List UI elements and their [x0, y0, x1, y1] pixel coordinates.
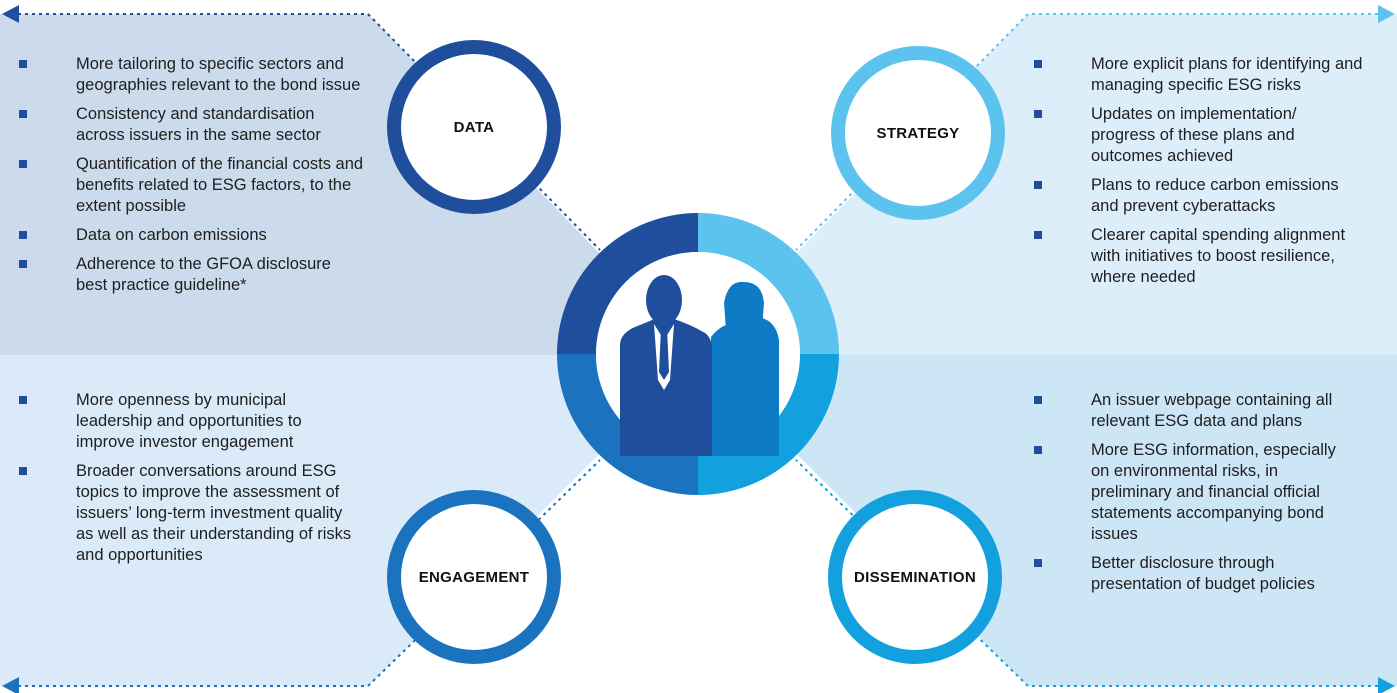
engagement-list: More openness by municipal leadership an… — [19, 390, 359, 574]
strategy-list: More explicit plans for identifying and … — [1034, 54, 1364, 296]
dotted-border-top-right — [795, 5, 1395, 251]
ring-segment-engagement — [557, 354, 698, 495]
engagement-circle — [387, 490, 561, 664]
quadrant-strategy-background — [698, 14, 1397, 355]
bullet-icon — [1034, 181, 1042, 189]
list-item-text: More ESG information, especially on envi… — [1091, 441, 1336, 543]
list-item: More ESG information, especially on envi… — [1034, 440, 1354, 545]
bullet-icon — [19, 60, 27, 68]
dissemination-circle — [828, 490, 1002, 664]
list-item: Quantification of the financial costs an… — [19, 154, 364, 217]
strategy-circle — [831, 46, 1005, 220]
bullet-icon — [19, 396, 27, 404]
list-item-text: Quantification of the financial costs an… — [76, 155, 364, 215]
bullet-icon — [19, 160, 27, 168]
quadrant-dissemination-background — [698, 355, 1397, 686]
list-item-text: More tailoring to specific sectors and g… — [76, 55, 361, 94]
data-list: More tailoring to specific sectors and g… — [19, 54, 364, 304]
arrow-left-top-icon — [2, 5, 19, 23]
dissemination-label: DISSEMINATION — [854, 569, 976, 586]
list-item: An issuer webpage containing all relevan… — [1034, 390, 1354, 432]
list-item: More openness by municipal leadership an… — [19, 390, 359, 453]
list-item-text: Updates on implementation/ progress of t… — [1091, 105, 1297, 165]
quadrant-data-background — [0, 14, 698, 355]
list-item-text: Better disclosure through presentation o… — [1091, 554, 1315, 593]
list-item-text: More explicit plans for identifying and … — [1091, 55, 1363, 94]
engagement-label: ENGAGEMENT — [418, 569, 530, 586]
list-item: Broader conversations around ESG topics … — [19, 461, 359, 566]
ring-segment-dissemination — [698, 354, 839, 495]
list-item-text: More openness by municipal leadership an… — [76, 391, 302, 451]
data-circle — [387, 40, 561, 214]
bullet-icon — [1034, 559, 1042, 567]
bullet-icon — [1034, 60, 1042, 68]
bullet-icon — [19, 260, 27, 268]
list-item-text: Consistency and standardisation across i… — [76, 105, 321, 144]
bullet-icon — [1034, 446, 1042, 454]
dotted-border-bottom-left — [2, 459, 601, 693]
ring-segment-strategy — [698, 213, 839, 354]
dotted-border-bottom-right — [795, 459, 1395, 693]
quadrant-engagement-background — [0, 355, 698, 686]
bullet-icon — [19, 467, 27, 475]
bullet-icon — [1034, 110, 1042, 118]
list-item-text: Data on carbon emissions — [76, 226, 267, 244]
dotted-border-top-left — [2, 5, 601, 251]
list-item: Adherence to the GFOA disclosure best pr… — [19, 254, 364, 296]
bullet-icon — [19, 110, 27, 118]
list-item-text: Adherence to the GFOA disclosure best pr… — [76, 255, 331, 294]
ring-segment-data — [557, 213, 698, 354]
list-item-text: Clearer capital spending alignment with … — [1091, 226, 1346, 286]
list-item-text: An issuer webpage containing all relevan… — [1091, 391, 1333, 430]
business-people-silhouette-icon — [620, 275, 779, 456]
arrow-left-bottom-icon — [2, 677, 19, 693]
dissemination-list: An issuer webpage containing all relevan… — [1034, 390, 1354, 603]
data-label: DATA — [453, 119, 495, 136]
bullet-icon — [19, 231, 27, 239]
strategy-label: STRATEGY — [876, 125, 960, 142]
list-item: More explicit plans for identifying and … — [1034, 54, 1364, 96]
bullet-icon — [1034, 396, 1042, 404]
list-item: Better disclosure through presentation o… — [1034, 553, 1354, 595]
list-item: Updates on implementation/ progress of t… — [1034, 104, 1364, 167]
list-item-text: Broader conversations around ESG topics … — [76, 462, 352, 564]
list-item-text: Plans to reduce carbon emissions and pre… — [1091, 176, 1339, 215]
bullet-icon — [1034, 231, 1042, 239]
list-item: Clearer capital spending alignment with … — [1034, 225, 1364, 288]
list-item: Plans to reduce carbon emissions and pre… — [1034, 175, 1364, 217]
list-item: More tailoring to specific sectors and g… — [19, 54, 364, 96]
arrow-right-bottom-icon — [1378, 677, 1395, 693]
list-item: Consistency and standardisation across i… — [19, 104, 364, 146]
list-item: Data on carbon emissions — [19, 225, 364, 246]
arrow-right-top-icon — [1378, 5, 1395, 23]
